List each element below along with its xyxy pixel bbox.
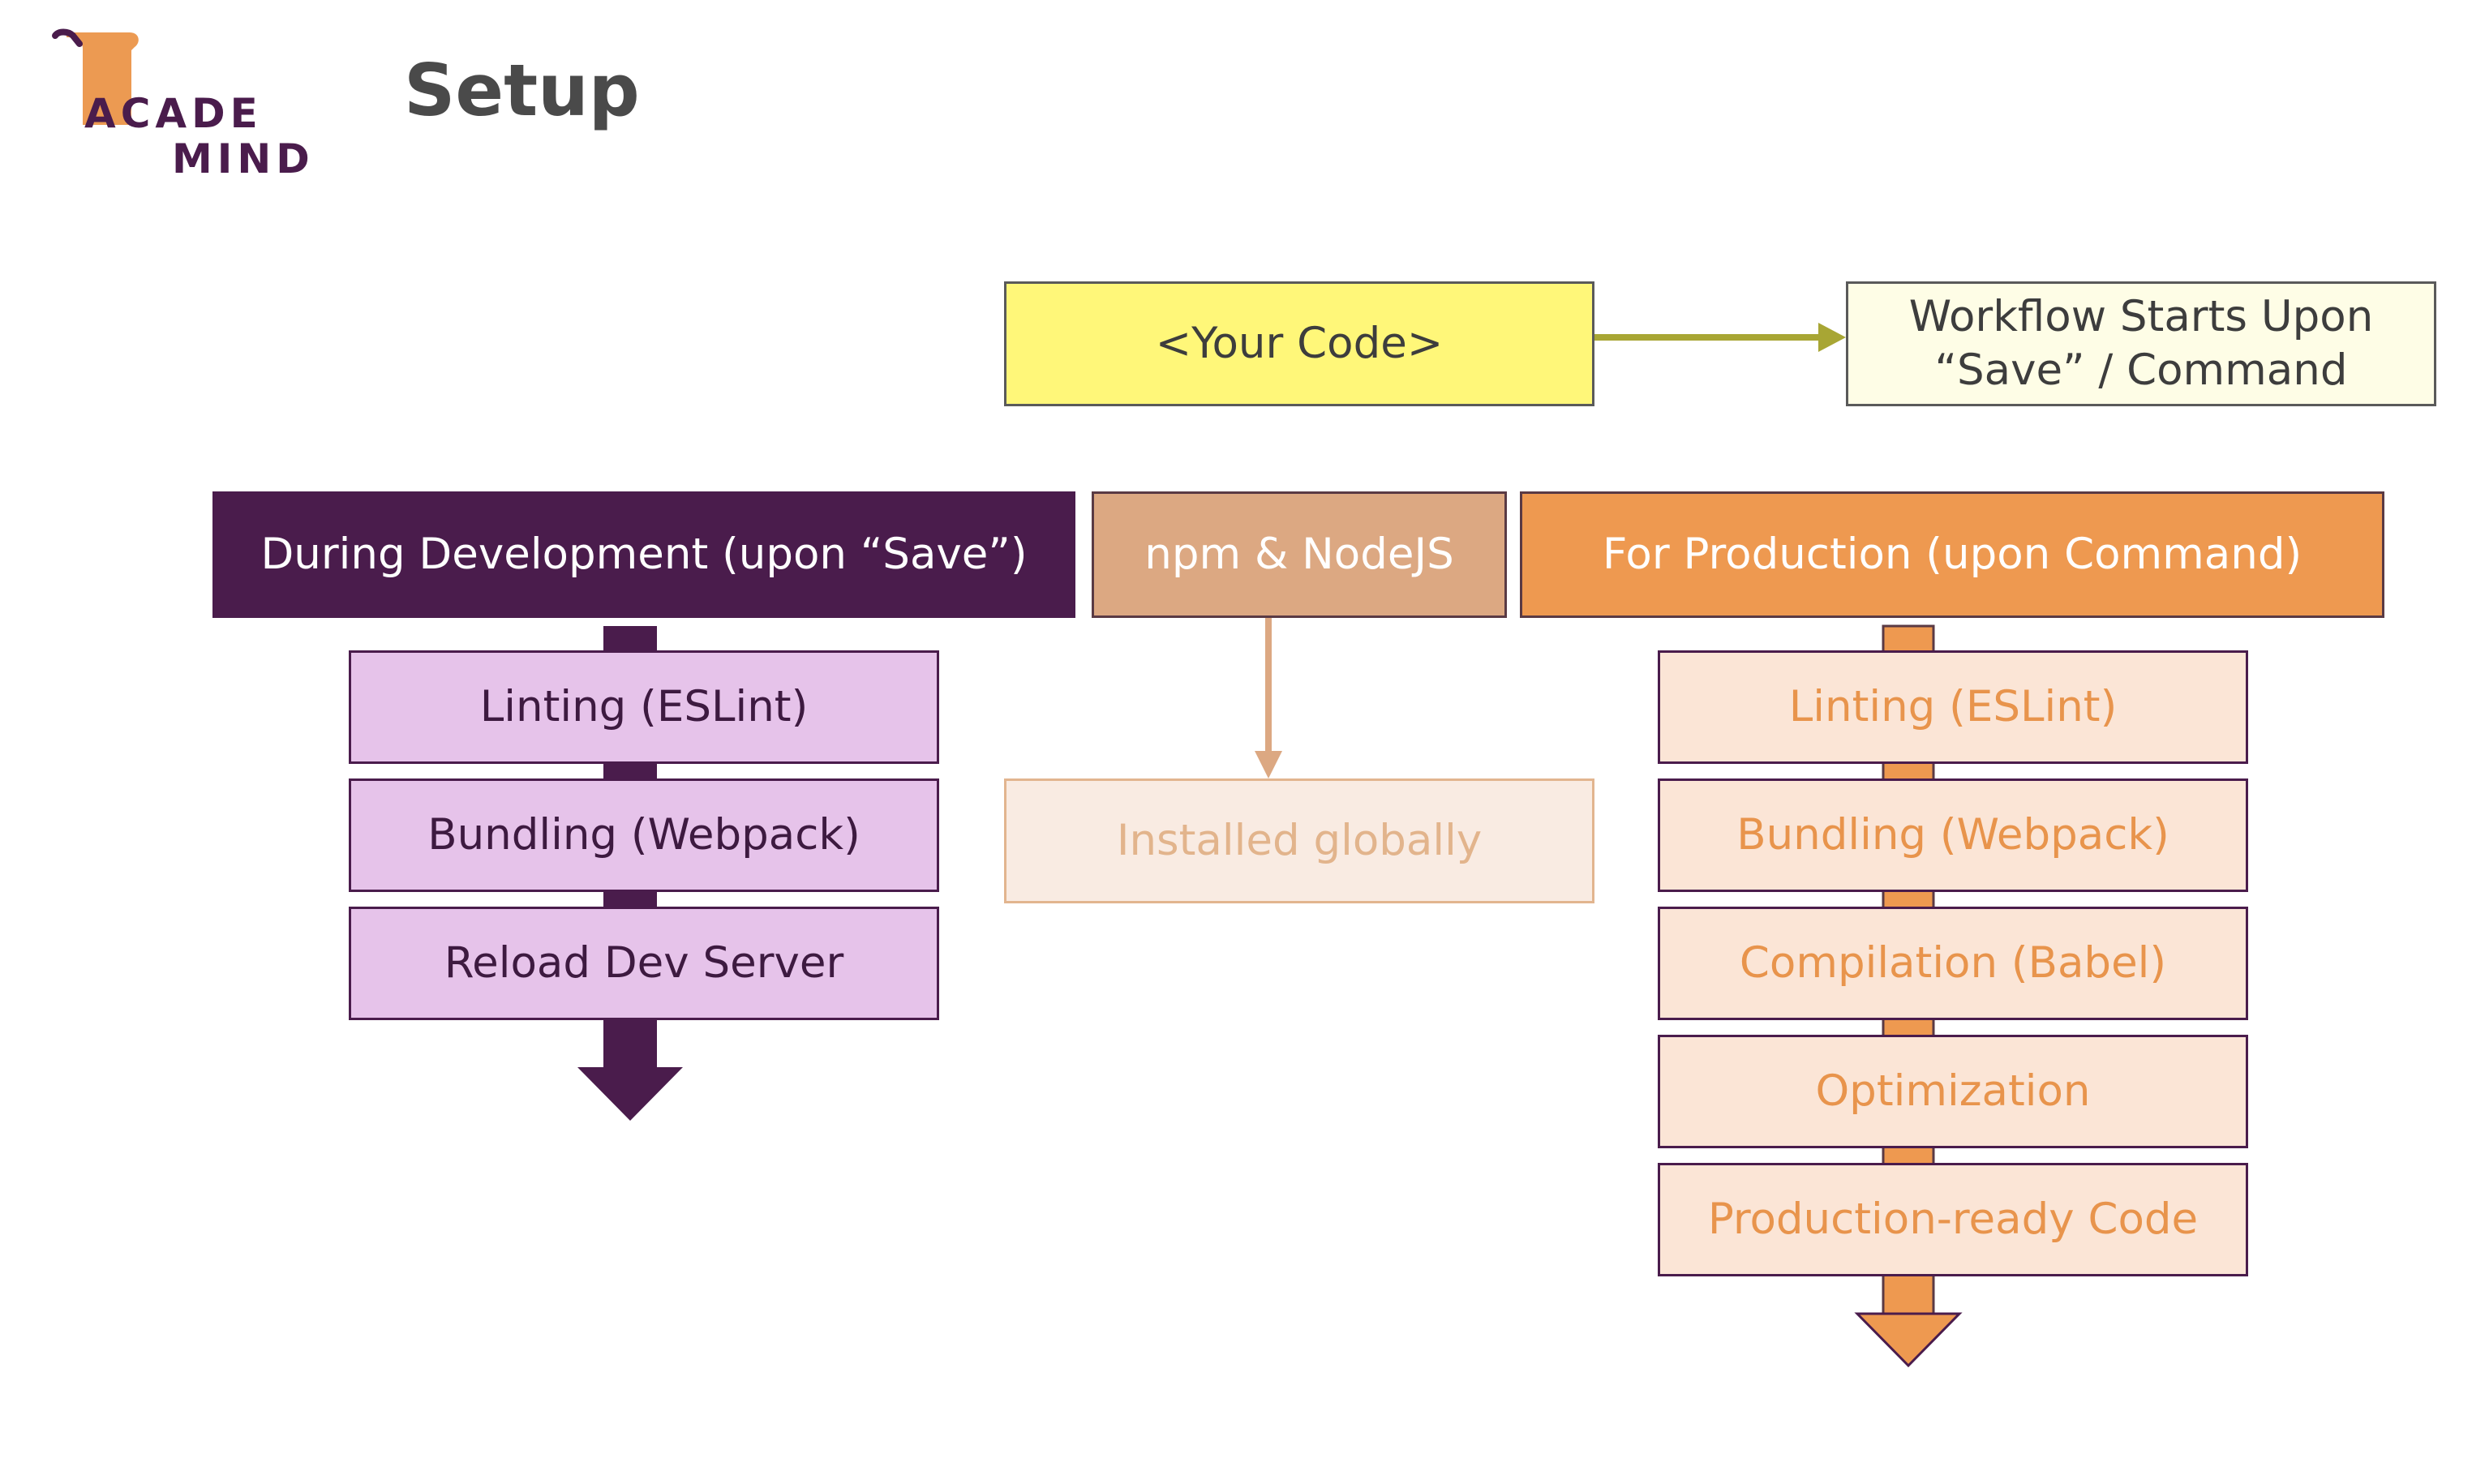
prod-step-linting: Linting (ESLint) — [1658, 650, 2248, 764]
workflow-note-line-1: Workflow Starts Upon — [1908, 291, 2374, 341]
dev-flow-arrowhead — [577, 1067, 683, 1121]
prod-header: For Production (upon Command) — [1520, 491, 2384, 618]
logo-line-2: MIND — [172, 135, 315, 182]
your-code-box: <Your Code> — [1004, 281, 1594, 406]
prod-step-bundling: Bundling (Webpack) — [1658, 778, 2248, 892]
dev-header: During Development (upon “Save”) — [212, 491, 1075, 618]
logo-scroll-icon — [52, 28, 139, 125]
npm-to-installed-arrowhead — [1255, 751, 1282, 778]
npm-header: npm & NodeJS — [1092, 491, 1507, 618]
prod-flow-arrowhead — [1854, 1312, 1963, 1368]
code-to-workflow-arrowhead — [1818, 323, 1846, 352]
dev-step-bundling: Bundling (Webpack) — [349, 778, 939, 892]
prod-step-production-ready: Production-ready Code — [1658, 1163, 2248, 1276]
prod-step-optimization: Optimization — [1658, 1035, 2248, 1148]
workflow-note-box: Workflow Starts Upon “Save” / Command — [1846, 281, 2436, 406]
installed-globally-box: Installed globally — [1004, 778, 1594, 903]
prod-step-compilation: Compilation (Babel) — [1658, 907, 2248, 1020]
page-title: Setup — [404, 49, 640, 132]
dev-step-reload: Reload Dev Server — [349, 907, 939, 1020]
logo: ACADE MIND — [50, 28, 318, 182]
workflow-note-line-2: “Save” / Command — [1934, 345, 2348, 395]
logo-line-1: ACADE — [84, 90, 263, 137]
dev-step-linting: Linting (ESLint) — [349, 650, 939, 764]
